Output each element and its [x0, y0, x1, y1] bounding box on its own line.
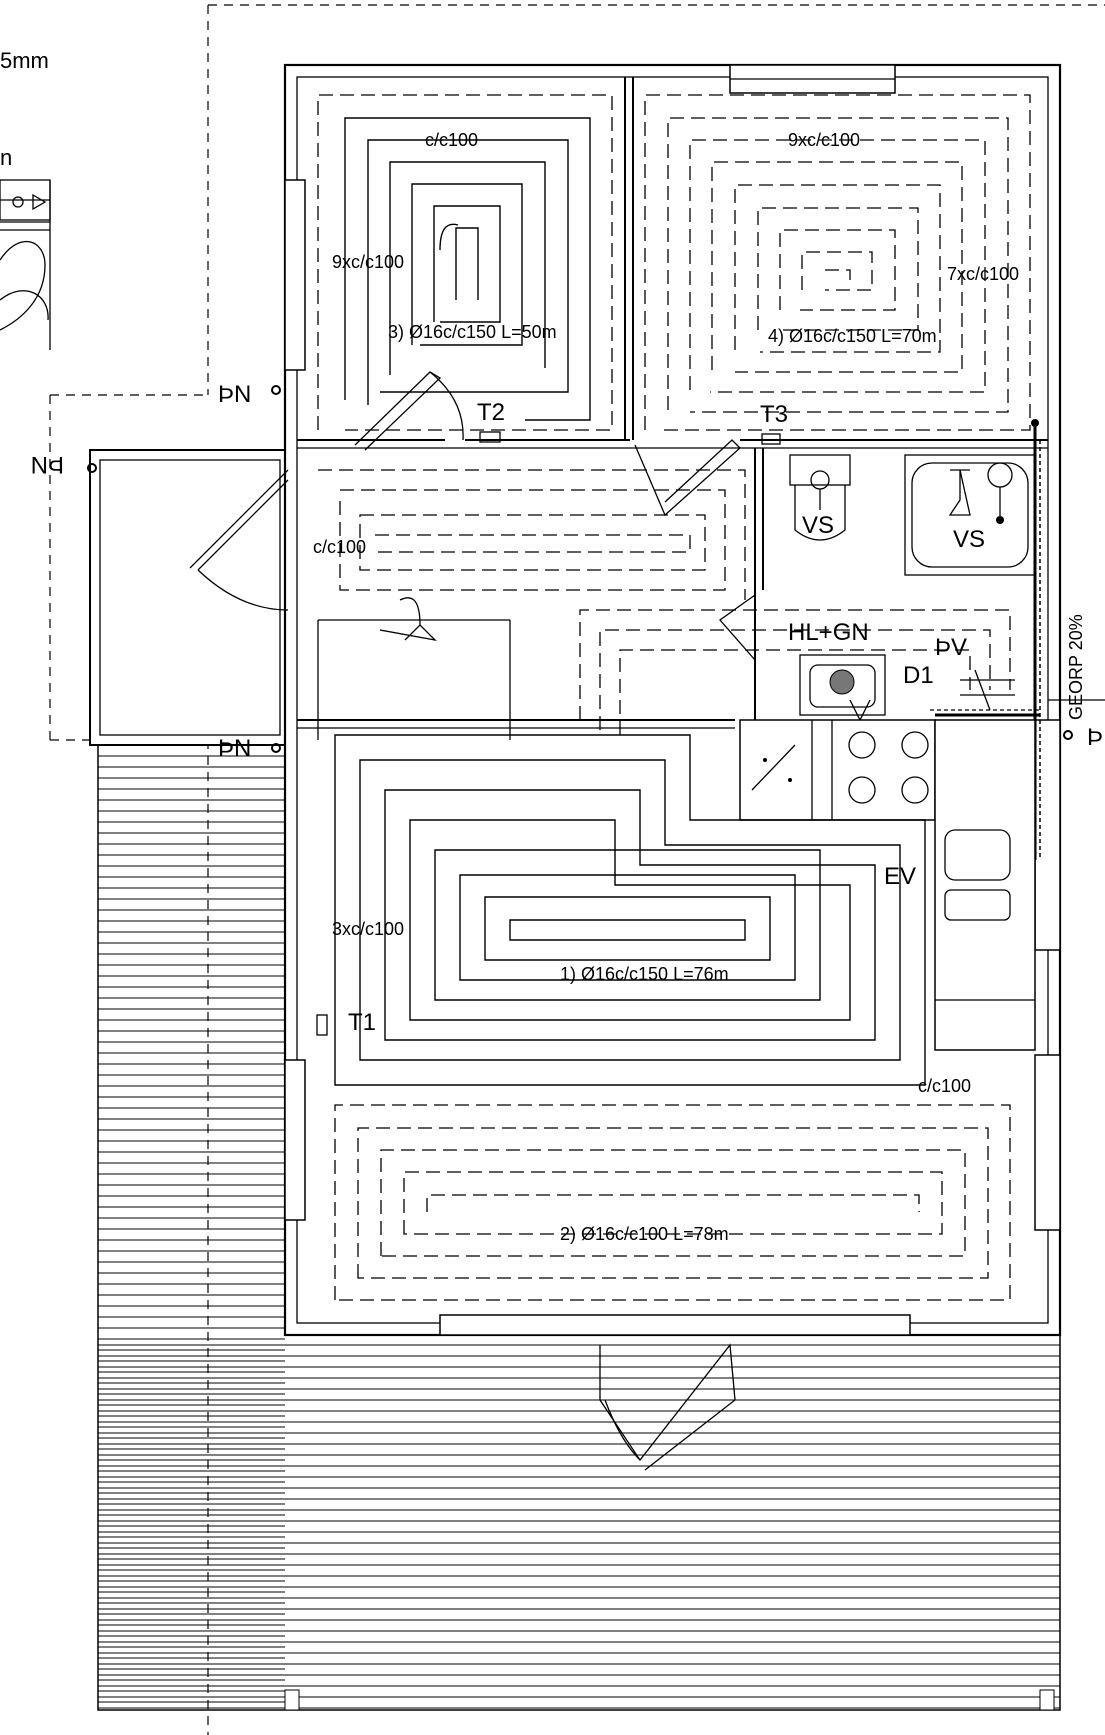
- room4-spacing-side-label: 7xc/c100: [947, 264, 1019, 284]
- toilet-right-label: VS: [953, 526, 985, 553]
- thermostat-t1-label: T1: [348, 1009, 376, 1036]
- room3-cc-label: c/c100: [425, 130, 478, 150]
- main-spacing-label: 3xc/c100: [332, 919, 404, 939]
- main-cc-label: c/c100: [918, 1076, 971, 1096]
- slope-label: GEORP 20%: [1066, 614, 1086, 720]
- bathroom-fixtures: [789, 419, 1105, 871]
- loop1-label: 1) Ø16c/c150 L=76m: [560, 964, 729, 984]
- ev-label: EV: [884, 863, 916, 890]
- room3-loop-label: 3) Ø16c/c150 L=50m: [388, 322, 557, 342]
- house-walls: [189, 63, 1062, 1471]
- hall-cc-label: c/c100: [313, 537, 366, 557]
- thermostats: [87, 385, 1073, 1036]
- pn-label-left: ÞN: [31, 451, 64, 478]
- heating-loop-1: [334, 734, 926, 1086]
- room3-spacing-label: 9xc/c100: [332, 252, 404, 272]
- pv-label: ÞV: [935, 634, 967, 661]
- hl-gn-label: HL+GN: [788, 619, 869, 646]
- room4-loop-label: 4) Ø16c/c150 L=70m: [768, 326, 937, 346]
- heating-loop-2: [334, 1104, 1011, 1301]
- detail-letter-text: n: [0, 145, 12, 170]
- pn-label-upper: ÞN: [218, 381, 251, 408]
- annotations: ÞN ÞN ÞN Þ T1 T2 T3 c/c100 9xc/c100 3) Ø…: [31, 130, 1103, 1244]
- thermostat-t3-label: T3: [760, 401, 788, 428]
- porch: [89, 449, 289, 746]
- p-label-right: Þ: [1087, 724, 1103, 751]
- kitchen: [739, 719, 1036, 1051]
- terrace-decking: [97, 744, 1061, 1711]
- loop2-label: 2) Ø16c/c100 L=78m: [560, 1224, 729, 1244]
- heating-loop-3: [317, 94, 613, 431]
- pn-label-lower: ÞN: [218, 735, 251, 762]
- d1-label: D1: [903, 662, 934, 689]
- deck-post: [1039, 1689, 1055, 1711]
- detail-dimension-text: 5mm: [0, 48, 49, 73]
- heating-loop-hall: [318, 469, 746, 600]
- toilet-left-label: VS: [802, 512, 834, 539]
- thermostat-t2-label: T2: [477, 399, 505, 426]
- heating-loop-bathroom: [579, 609, 1011, 735]
- room4-spacing-top-label: 9xc/c100: [788, 130, 860, 150]
- heating-loop-4: [644, 94, 1031, 431]
- section-detail-fragment: 5mm n: [0, 48, 51, 350]
- deck-post: [284, 1689, 300, 1711]
